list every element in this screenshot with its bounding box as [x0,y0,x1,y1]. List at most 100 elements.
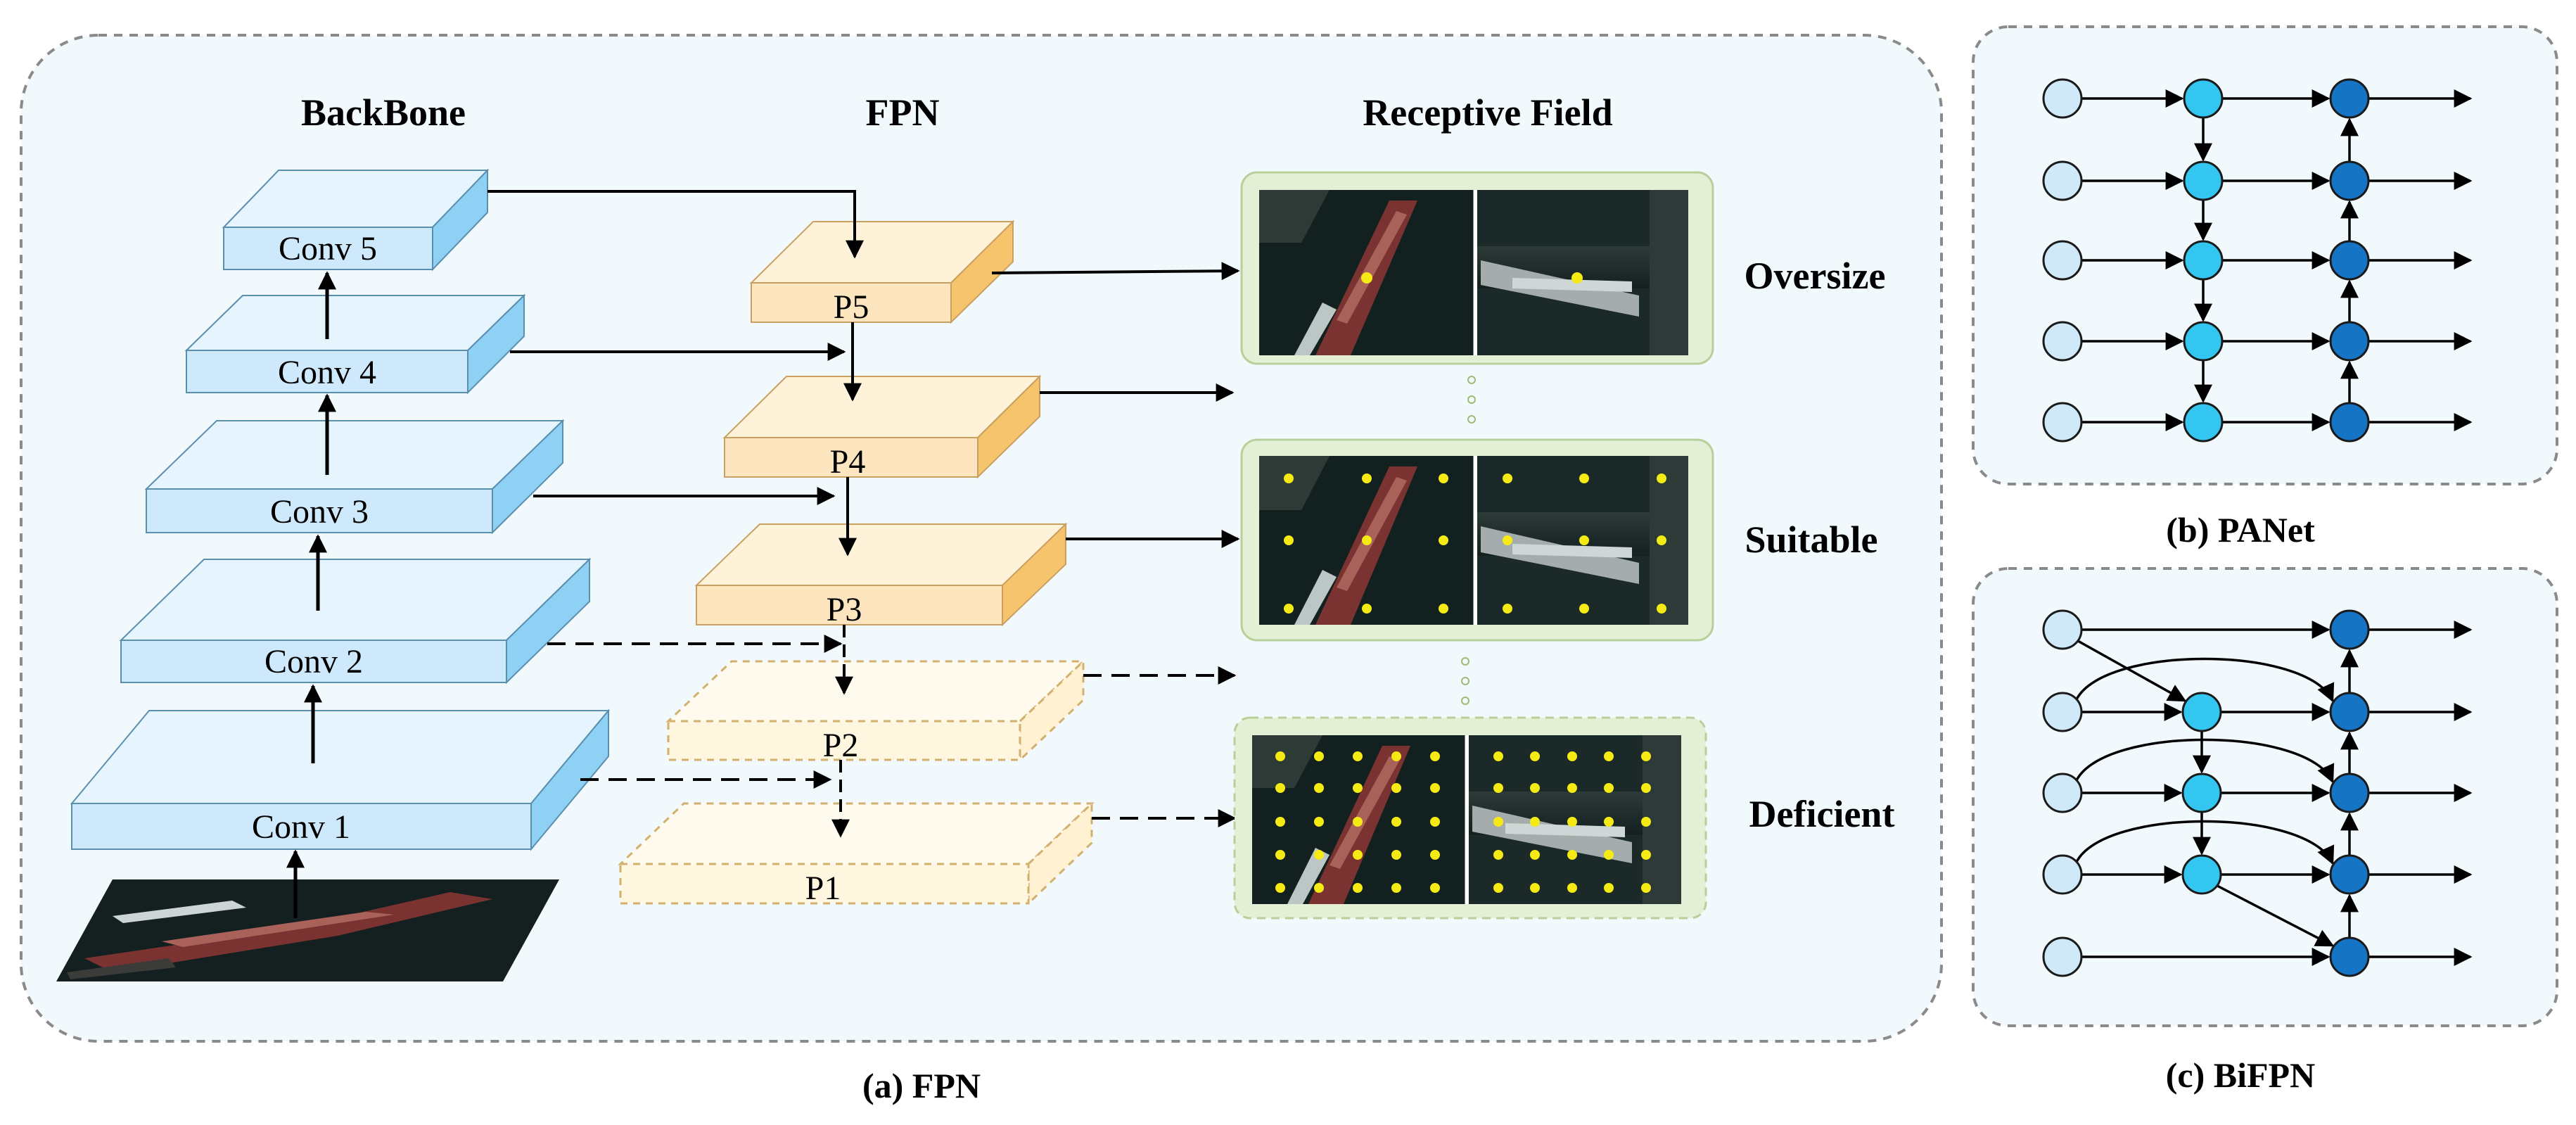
receptive-dot [1430,850,1440,860]
heading-receptive-field: Receptive Field [1363,91,1612,134]
fpn-label-p3: P3 [827,591,862,628]
receptive-dot [1275,883,1285,893]
receptive-dot [1530,883,1540,893]
heading-fpn: FPN [866,91,940,134]
network-node [2181,692,2222,732]
receptive-dot [1284,604,1294,614]
network-node [2042,609,2083,650]
receptive-dot [1362,473,1372,483]
fpn-label-p5: P5 [834,288,869,326]
network-node [2183,240,2224,281]
receptive-dot [1579,535,1589,545]
receptive-dot [1275,817,1285,827]
receptive-dot [1604,751,1614,761]
label-deficient: Deficient [1749,793,1895,835]
network-node [2329,609,2370,650]
receptive-dot [1314,751,1324,761]
network-node [2042,692,2083,732]
receptive-dot [1571,272,1583,284]
receptive-dot [1657,604,1666,614]
backbone-block-conv-5: Conv 5 [222,168,490,272]
network-arrow [2217,884,2335,947]
receptive-dot [1657,535,1666,545]
fpn-label-p2: P2 [823,727,859,764]
caption-fpn: (a) FPN [862,1066,981,1105]
receptive-dot [1579,604,1589,614]
receptive-dot [1275,783,1285,793]
receptive-dot [1391,783,1401,793]
receptive-dot [1579,473,1589,483]
bifpn-panel [1972,567,2558,1027]
receptive-dot [1530,850,1540,860]
fpn-block-p3: P3 [694,522,1068,628]
receptive-dot [1641,751,1651,761]
network-node [2042,160,2083,201]
backbone-label-conv-2: Conv 2 [264,643,363,680]
network-arrow [2075,657,2335,703]
receptive-dot [1391,850,1401,860]
receptive-dot [1353,850,1363,860]
backbone-block-conv-4: Conv 4 [184,293,526,395]
receptive-dot [1567,883,1577,893]
label-suitable: Suitable [1745,519,1877,561]
receptive-dot [1275,850,1285,860]
receptive-dot [1439,604,1448,614]
receptive-box-deficient [1233,716,1707,920]
network-node [2183,78,2224,119]
network-node [2042,936,2083,977]
receptive-dot [1604,783,1614,793]
satellite-image-2-oversize [1477,190,1688,355]
caption-panet: (b) PANet [2166,510,2315,549]
fpn-block-p2: P2 [665,659,1086,764]
receptive-dot [1641,817,1651,827]
backbone-label-conv-1: Conv 1 [252,808,350,846]
receptive-dot [1503,473,1512,483]
receptive-dot [1604,817,1614,827]
receptive-dot [1314,817,1324,827]
receptive-dot [1493,850,1503,860]
panet-diagram [2042,78,2473,443]
network-arrow [2077,640,2187,702]
receptive-dot [1391,883,1401,893]
fpn-label-p1: P1 [805,870,841,907]
network-node [2183,402,2224,443]
network-node [2329,240,2370,281]
receptive-dot [1430,751,1440,761]
backbone-label-conv-4: Conv 4 [278,354,376,391]
receptive-dot [1430,883,1440,893]
network-node [2042,240,2083,281]
receptive-dot [1439,473,1448,483]
network-node [2042,78,2083,119]
backbone-block-conv-3: Conv 3 [144,419,565,535]
ellipsis-dots-1 [1467,376,1476,424]
input-image [56,879,559,981]
receptive-dot [1439,535,1448,545]
network-node [2329,160,2370,201]
receptive-dot [1430,783,1440,793]
receptive-dot [1530,783,1540,793]
receptive-dot [1284,535,1294,545]
bifpn-diagram [2042,609,2473,977]
fpn-block-p1: P1 [618,801,1095,907]
network-node [2183,321,2224,362]
receptive-dot [1530,751,1540,761]
network-node [2329,773,2370,813]
network-node [2329,78,2370,119]
receptive-dot [1391,817,1401,827]
receptive-dot [1362,535,1372,545]
receptive-dot [1493,783,1503,793]
receptive-dot [1641,783,1651,793]
network-node [2329,936,2370,977]
network-node [2042,402,2083,443]
arrow-p5-to-oversize [991,262,1240,281]
receptive-dot [1493,817,1503,827]
network-node [2329,321,2370,362]
receptive-dot [1275,751,1285,761]
fpn-label-p4: P4 [830,443,866,481]
receptive-box-suitable [1240,438,1714,642]
receptive-dot [1604,850,1614,860]
backbone-block-conv-2: Conv 2 [119,557,592,685]
network-node [2183,160,2224,201]
receptive-dot [1314,883,1324,893]
